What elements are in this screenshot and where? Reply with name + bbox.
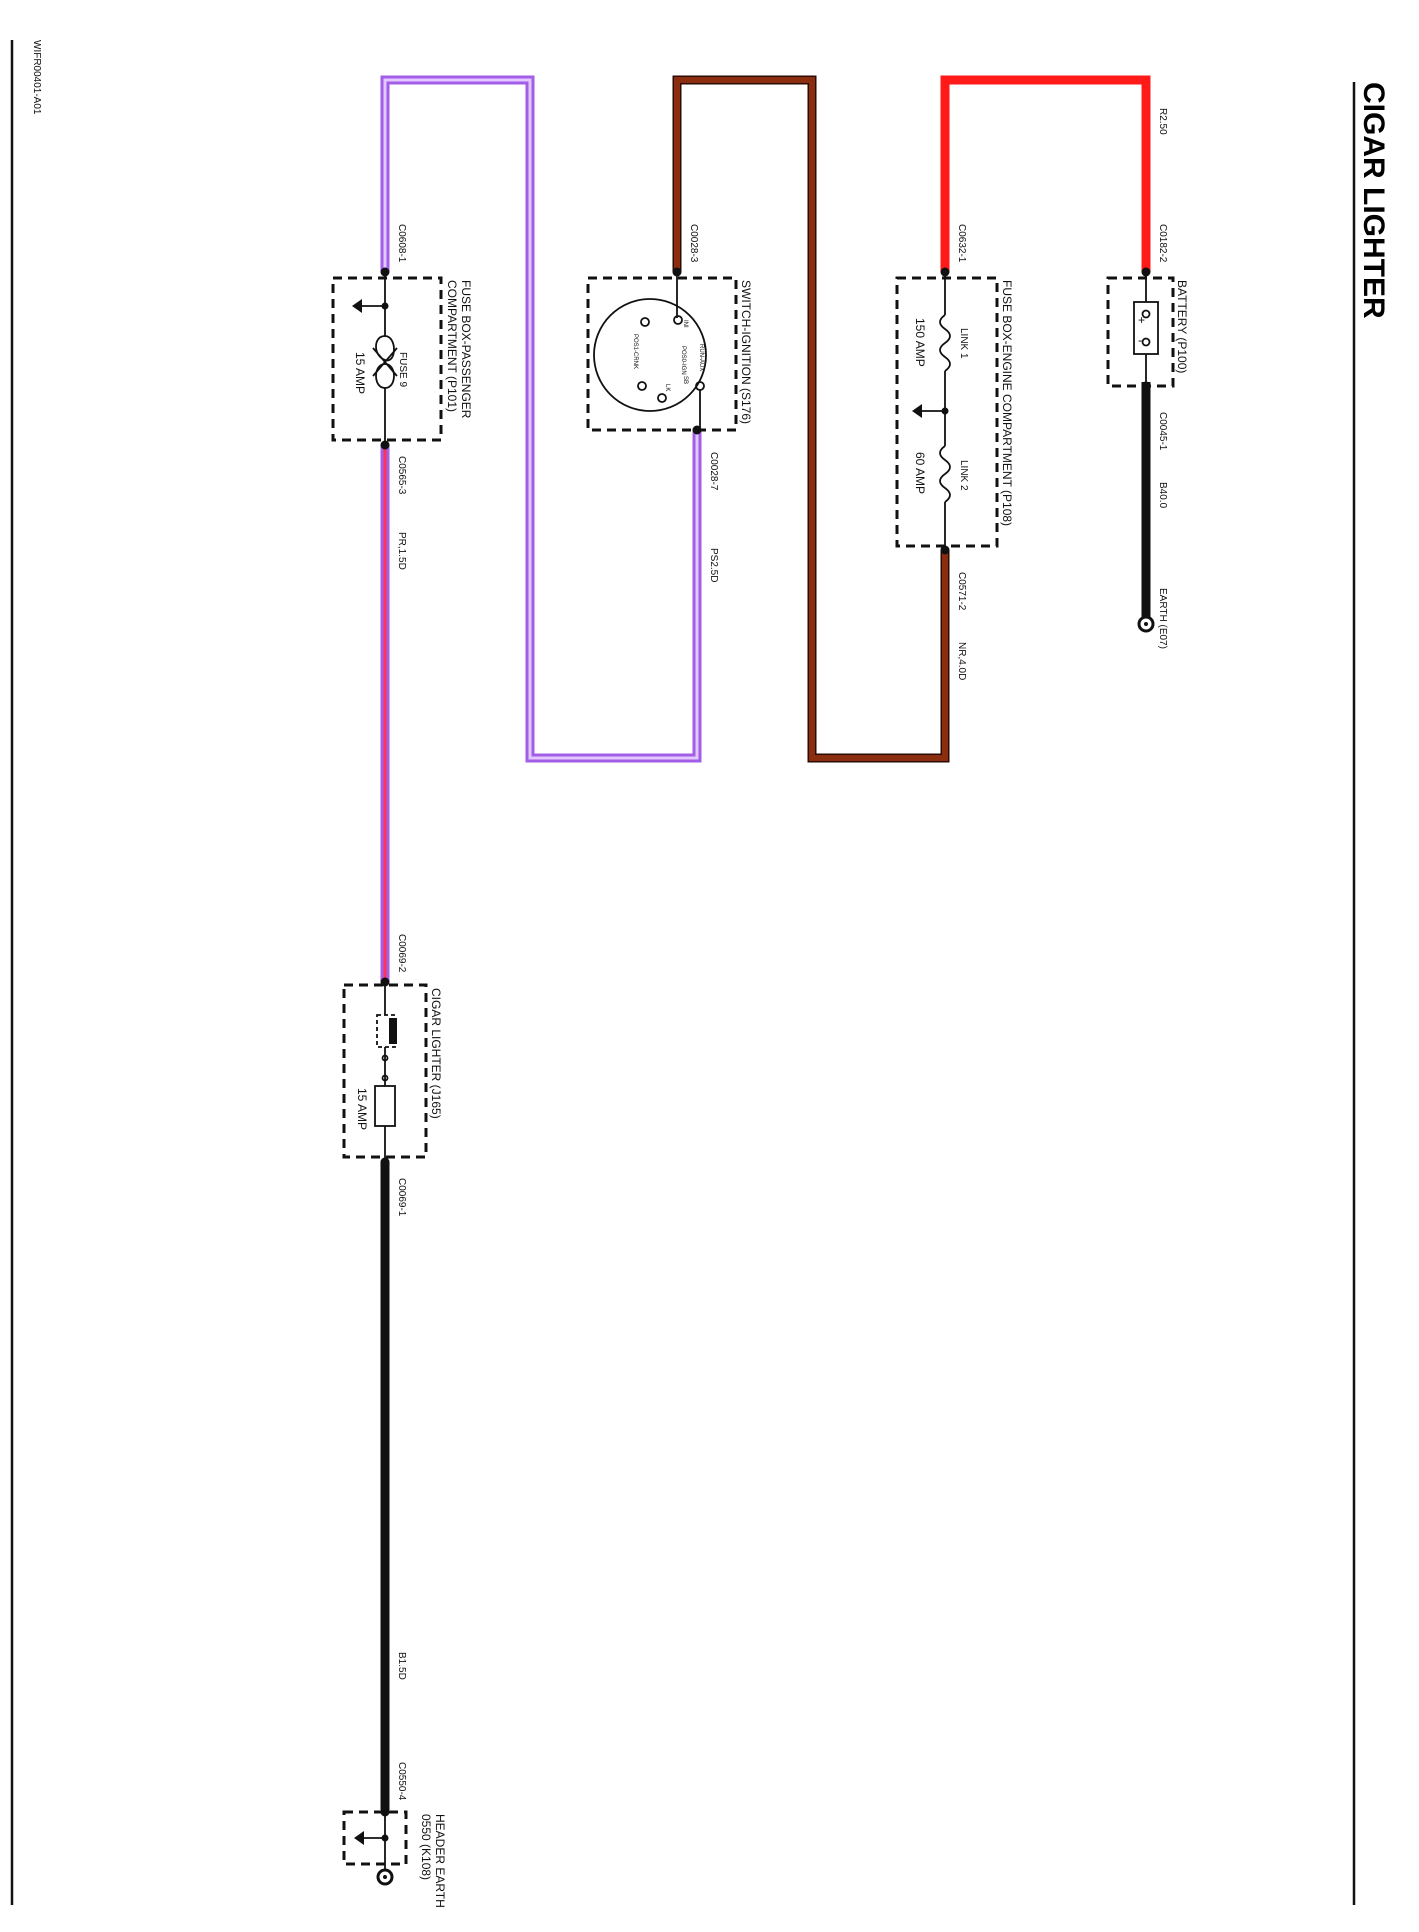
ignition-switch-component: RUN-AUX POS0-IGN POS1-CRNK INI LK SB SWI… [586,272,753,432]
link2-rating: 60 AMP [913,452,927,494]
engine-bus-arrow-icon [912,404,922,418]
switch-contact-ini [640,317,650,327]
battery-plus: + [1138,313,1145,327]
wire-label-switch-out: PS2.5D [708,548,719,582]
page-title: CIGAR LIGHTER [1357,82,1390,319]
wire-label-engine-out: NR,4.0D [956,642,967,680]
switch-pos-run-aux: RUN-AUX [698,344,704,371]
wire-label-fuse-out: PR,1.5D [396,532,407,570]
fuse-box-engine-label: FUSE BOX-ENGINE COMPARTMENT (P108) [1000,280,1014,526]
connector-earth-header: C0550-4 [396,1762,407,1801]
connector-switch-top: C0028-3 [688,224,699,263]
fuse-box-passenger-label-2: COMPARTMENT (P101) [445,280,459,412]
connector-passenger-top: C0608-1 [396,224,407,263]
connector-lighter-bottom: C0069-1 [396,1178,407,1217]
switch-contact-run [673,315,683,325]
wire-violet-switch-to-fuse [380,75,702,763]
fuse9-label: FUSE 9 [397,352,408,387]
link1-label: LINK 1 [958,328,969,359]
earth-label: EARTH (E07) [1157,588,1168,649]
fuse9-rating: 15 AMP [353,352,367,394]
header-earth-terminal-icon [376,1868,394,1886]
switch-contact-crnk [637,381,647,391]
cigar-lighter-label: CIGAR LIGHTER (J165) [429,988,443,1119]
lighter-resistor-icon [374,1085,396,1127]
cigar-lighter-component: CIGAR LIGHTER (J165) 15 AMP [342,982,443,1162]
fuse-box-passenger-component: FUSE 9 15 AMP FUSE BOX-PASSENGER COMPART… [331,272,473,445]
fuse-box-passenger-label-1: FUSE BOX-PASSENGER [459,280,473,419]
cigar-lighter-rating: 15 AMP [355,1088,369,1130]
connector-passenger-bottom: C0565-3 [396,456,407,495]
switch-contact-lk [657,393,667,403]
passenger-bus-arrow-icon [352,299,362,313]
battery-minus: - [1138,333,1142,347]
switch-pos-ign: POS0-IGN [680,346,686,375]
header-earth-label-2: 0550 (K108) [419,1814,433,1880]
link2-label: LINK 2 [958,460,969,491]
switch-pos-sb: SB [682,376,688,384]
wire-label-battery-earth: B40.0 [1157,482,1168,509]
connector-engine-bottom: C0571-2 [956,572,967,611]
connector-switch-bottom: C0028-7 [708,452,719,491]
header-earth-label-1: HEADER EARTH [433,1814,447,1908]
wire-label-battery-feed: R2.50 [1157,108,1168,135]
wire-violet-switch-to-fuse-inner [383,78,699,760]
connector-lighter-top: C0069-2 [396,934,407,973]
earth-terminal-icon [1137,615,1155,633]
ignition-switch-label: SWITCH-IGNITION (S176) [739,280,753,424]
figure-id: WIFR00401-A01 [31,40,42,115]
battery-component: + - BATTERY (P100) [1106,276,1189,388]
link2-fuse-icon [939,445,951,503]
link1-rating: 150 AMP [913,318,927,367]
switch-pos-crnk: POS1-CRNK [632,334,638,369]
connector-engine-top: C0632-1 [956,224,967,263]
header-earth-arrow-icon [354,1831,364,1845]
wire-brown-engine-to-switch-fill [674,77,948,761]
switch-pos-ini: INI [682,320,688,328]
battery-label: BATTERY (P100) [1175,280,1189,373]
fuse-box-engine-component: LINK 1 150 AMP LINK 2 60 AMP FUSE BOX-EN… [895,272,1014,550]
switch-pos-lk: LK [664,384,670,391]
connector-battery-top: C0182-2 [1157,224,1168,263]
connector-battery-bottom: C0045-1 [1157,412,1168,451]
header-earth-component: HEADER EARTH 0550 (K108) [342,1807,447,1908]
wire-label-lighter-earth: B1.5D [396,1652,407,1680]
wire-red-battery-feed [940,75,1151,272]
link1-fuse-icon [939,314,951,372]
